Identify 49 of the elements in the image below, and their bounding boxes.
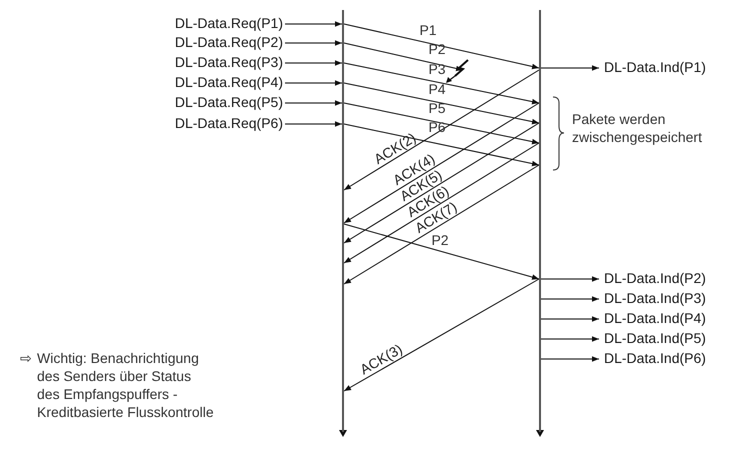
primitive-label: DL-Data.Ind(P3) [604,290,706,306]
primitive-label: DL-Data.Req(P1) [174,15,283,31]
lifeline [539,10,541,432]
note-text: Pakete werden zwischengespeichert [572,110,703,146]
arrow [540,316,600,322]
primitive-label: DL-Data.Req(P2) [174,34,283,50]
arrow-icon: ⇨ [20,349,32,367]
primitive-label: DL-Data.Ind(P5) [604,330,706,346]
note-text: Wichtig: Benachrichtigung des Senders über Status des Empfangspuffers - Kreditbasierte Flusskontrolle [37,349,215,421]
edge-label: P2 [428,42,446,57]
arrow [344,102,540,224]
edge-label: P4 [428,82,446,97]
arrow [344,278,540,392]
edge-label: P2 [431,233,449,248]
arrow [344,42,464,72]
primitive-label: DL-Data.Ind(P6) [604,350,706,366]
arrow [540,65,600,71]
arrow [344,70,540,190]
primitive-label: DL-Data.Ind(P4) [604,310,706,326]
edge-label: P3 [428,62,446,77]
arrow [344,124,540,166]
primitive-label: DL-Data.Ind(P2) [604,270,706,286]
primitive-label: DL-Data.Req(P5) [174,94,283,110]
arrow [344,82,540,124]
arrow [344,102,540,144]
arrow [284,121,342,127]
arrow [344,164,540,284]
arrow [284,40,342,46]
lifeline [342,10,344,432]
arrow [344,24,540,70]
edge-label: P6 [428,120,446,135]
arrow [344,224,540,280]
primitive-label: DL-Data.Req(P4) [174,74,283,90]
arrow [540,296,600,302]
arrow [284,80,342,86]
primitive-label: DL-Data.Req(P3) [174,54,283,70]
arrow [344,122,540,244]
arrow [540,276,600,282]
edge-label: P1 [419,23,437,38]
primitive-label: DL-Data.Req(P6) [174,115,283,131]
edge-label: P5 [428,101,446,116]
arrow [284,21,342,27]
arrow [344,142,540,264]
arrow [284,100,342,106]
arrow [540,356,600,362]
arrow [344,62,540,104]
arrow [540,336,600,342]
primitive-label: DL-Data.Ind(P1) [604,59,706,75]
arrow [284,60,342,66]
